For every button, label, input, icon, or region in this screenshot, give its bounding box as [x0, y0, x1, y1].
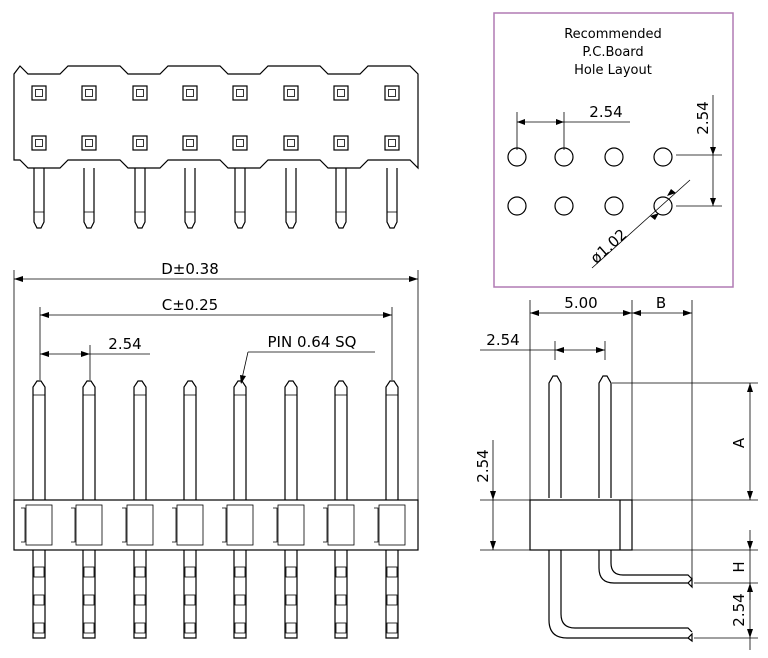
front-pin [222, 380, 254, 639]
pcb-hole [653, 196, 673, 216]
front-pin [71, 380, 103, 639]
dim-a-label: A [730, 437, 748, 448]
top-pin-square [31, 135, 47, 151]
top-pin-square [182, 135, 198, 151]
top-pin-square [333, 85, 349, 101]
top-pin-leg [285, 168, 297, 229]
front-pin [172, 380, 204, 639]
side-view: 5.00 B 2.54 A H 2.54 [474, 294, 758, 650]
top-pin-square [384, 135, 400, 151]
pcb-hole [554, 147, 574, 167]
top-pin-leg [83, 168, 95, 229]
top-pin-square [31, 85, 47, 101]
top-pin-leg [234, 168, 246, 229]
top-pin-square [132, 135, 148, 151]
pcb-hole-diameter: ø1.02 [587, 225, 631, 267]
top-pin-square [81, 135, 97, 151]
front-pin [323, 380, 355, 639]
pcb-title-line1: Recommended [564, 27, 662, 42]
pin-size-note: PIN 0.64 SQ [268, 333, 357, 351]
dim-side-height: 2.54 [474, 449, 492, 482]
dim-side-pitch-top: 2.54 [486, 331, 519, 349]
pcb-hole [554, 196, 574, 216]
dim-side-pitch-bottom: 2.54 [730, 593, 748, 626]
top-pin-square [232, 85, 248, 101]
front-pin [21, 380, 53, 639]
pcb-hole [507, 147, 527, 167]
pcb-pitch-horizontal: 2.54 [589, 103, 622, 121]
pcb-hole [604, 196, 624, 216]
pcb-title-line3: Hole Layout [574, 63, 652, 78]
pcb-hole [604, 147, 624, 167]
dim-front-pitch: 2.54 [108, 335, 141, 353]
front-pin [273, 380, 305, 639]
top-pin-leg [386, 168, 398, 229]
top-pin-square [132, 85, 148, 101]
top-pin-leg [33, 168, 45, 229]
front-view: D±0.38 C±0.25 2.54 PIN 0.64 SQ [13, 260, 419, 639]
front-pin [122, 380, 154, 639]
top-pin-square [283, 135, 299, 151]
dim-h-label: H [730, 561, 748, 572]
top-pin-square [283, 85, 299, 101]
dim-c-label: C±0.25 [162, 296, 218, 314]
top-pin-square [384, 85, 400, 101]
front-pin [374, 380, 406, 639]
pcb-hole [507, 196, 527, 216]
top-pin-square [182, 85, 198, 101]
top-pin-leg [184, 168, 196, 229]
pcb-pitch-vertical: 2.54 [694, 101, 712, 134]
pcb-hole [653, 147, 673, 167]
dim-5-label: 5.00 [564, 294, 597, 312]
top-pin-square [232, 135, 248, 151]
pcb-layout-frame [493, 12, 734, 288]
dim-b-label: B [656, 294, 666, 312]
top-pin-leg [335, 168, 347, 229]
dim-d-label: D±0.38 [161, 260, 219, 278]
pcb-layout-panel: Recommended P.C.Board Hole Layout 2.54 2… [493, 12, 734, 288]
top-view [13, 65, 419, 229]
pcb-title-line2: P.C.Board [582, 45, 643, 60]
top-pin-square [333, 135, 349, 151]
top-pin-square [81, 85, 97, 101]
top-pin-leg [134, 168, 146, 229]
